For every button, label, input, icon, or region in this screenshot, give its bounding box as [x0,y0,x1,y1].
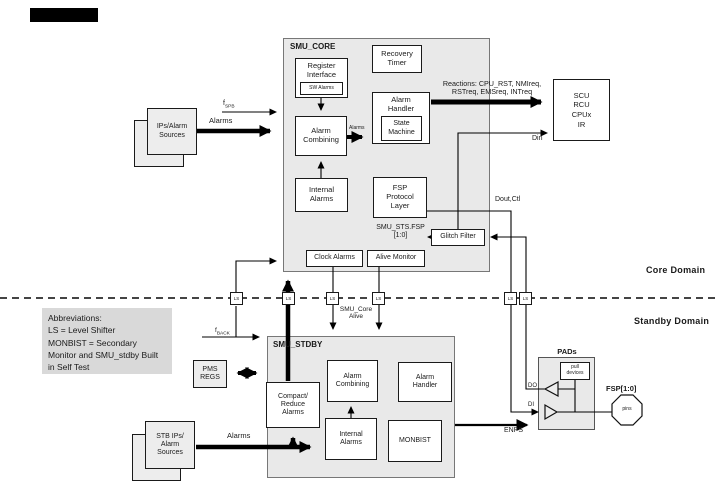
black-bar [30,8,98,22]
internal-alarms-box: Internal Alarms [295,178,348,212]
di-label: DI [528,402,534,408]
ips-sources-box: IPs/Alarm Sources [147,108,197,155]
alarm-combining-box: Alarm Combining [295,116,347,156]
pads-title: PADs [557,347,577,356]
smu-stdby-title: SMU_STDBY [273,340,323,349]
pms-regs-box: PMS REGS [193,360,227,388]
standby-domain-label: Standby Domain [634,316,710,326]
do-label: DO [528,383,537,389]
smu-core-title: SMU_CORE [290,42,336,51]
pins-label: pins [622,406,632,413]
level-shifter-3: LS [326,292,339,305]
alarms-top-label: Alarms [209,116,233,125]
scu-rcu-cpux-ir-box: SCU RCU CPUx IR [553,79,610,141]
din-line [457,129,548,229]
level-shifter-6: LS [519,292,532,305]
fback-label: fBACK [215,327,230,337]
monbist-box: MONBIST [388,420,442,462]
pad-to-glitch-filter-line [490,233,545,390]
dout-ctl-label: Dout,Ctl [495,196,521,203]
level-shifter-4: LS [372,292,385,305]
fback-to-core-line [235,257,277,292]
clock-alarms-box: Clock Alarms [306,250,363,267]
stb-sources-box: STB IPs/ Alarm Sources [145,421,195,469]
enps-label: ENPS [504,427,524,434]
level-shifter-5: LS [504,292,517,305]
internal-alarms-stdby-box: Internal Alarms [325,418,377,460]
level-shifter-1: LS [230,292,243,305]
state-machine-box: State Machine [381,116,422,141]
alarms-small-label: Alarms [349,125,365,131]
recovery-timer-box: Recovery Timer [372,45,422,73]
compact-reduce-alarms-box: Compact/ Reduce Alarms [266,382,320,428]
reactions-label: Reactions: CPU_RST, NMIreq, RSTreq, EMSr… [442,79,542,97]
alarm-combining-stdby-box: Alarm Combining [327,360,378,402]
level-shifter-2: LS [282,292,295,305]
fspb-label: fSPB [223,100,235,110]
alarms-bottom-label: Alarms [227,431,251,440]
fsp-protocol-layer-box: FSP Protocol Layer [373,177,427,218]
pull-devices-box: pull devices [560,362,590,380]
din-label: Din [532,135,543,142]
abbreviations-note: Abbreviations: LS = Level Shifter MONBIS… [42,308,172,374]
sw-alarms-box: SW Alarms [300,82,343,95]
pins-octagon [611,394,643,426]
core-domain-label: Core Domain [646,265,706,275]
glitch-filter-box: Glitch Filter [431,229,485,246]
smu-core-alive-label: SMU_Core Alive [339,306,373,321]
smu-sts-fsp-label: SMU_STS.FSP [1:0] [376,224,425,240]
dout-ctl-line [427,210,539,416]
alive-monitor-box: Alive Monitor [367,250,425,267]
alarm-handler-stdby-box: Alarm Handler [398,362,452,402]
di-buffer-triangle [544,403,559,421]
do-buffer-triangle [543,380,559,398]
fsp-pins-label: FSP[1:0] [606,384,637,393]
